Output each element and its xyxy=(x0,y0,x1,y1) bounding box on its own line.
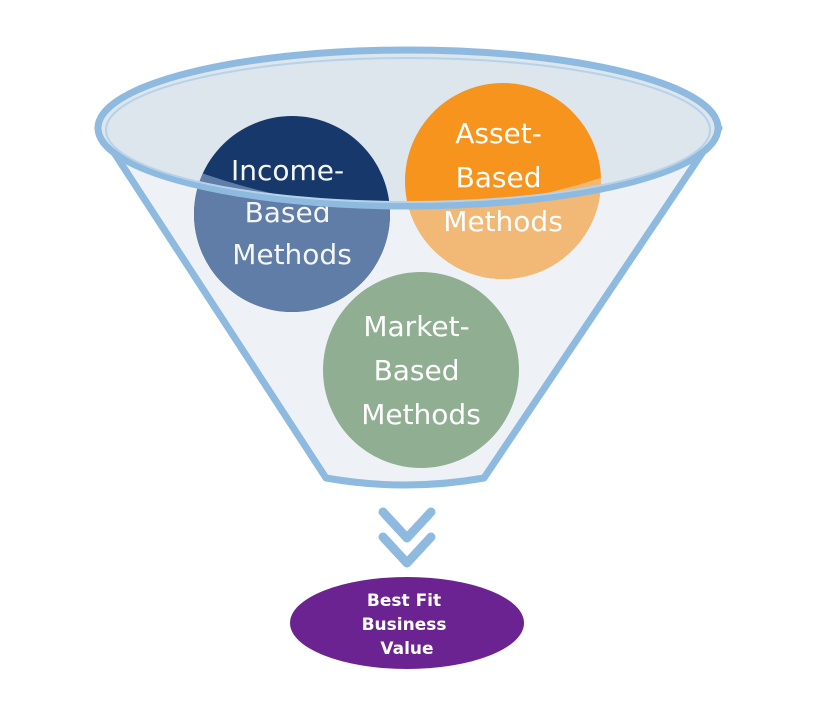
svg-text:Best Fit Business: Best Fit Business Value xyxy=(362,591,453,659)
income-label-line-1: Income- xyxy=(231,154,344,187)
market-label-line-2: Based xyxy=(374,354,460,387)
result-label-line-3: Value xyxy=(380,639,433,659)
market-label-line-3: Methods xyxy=(361,398,481,431)
funnel-rim xyxy=(94,46,722,210)
market-label-line-1: Market- xyxy=(363,310,469,343)
svg-text:Market- Based: Market- Based Methods xyxy=(361,310,481,431)
asset-label-line-2: Based xyxy=(456,161,542,194)
asset-label-line-3: Methods xyxy=(443,205,563,238)
funnel-rim-inner xyxy=(105,57,711,203)
market-circle xyxy=(323,272,519,468)
result-ellipse xyxy=(290,577,524,669)
result-label-line-1: Best Fit xyxy=(367,591,441,611)
svg-text:Asset- Based M: Asset- Based Methods xyxy=(443,117,563,238)
result-label-line-2: Business xyxy=(362,615,447,635)
asset-label-line-1: Asset- xyxy=(455,117,542,150)
income-label-line-3: Methods xyxy=(232,238,352,271)
svg-text:Income- Based: Income- Based Methods xyxy=(231,154,353,271)
double-chevron-down-icon xyxy=(378,507,436,568)
market-circle-group: Market- Based Methods xyxy=(323,272,519,468)
